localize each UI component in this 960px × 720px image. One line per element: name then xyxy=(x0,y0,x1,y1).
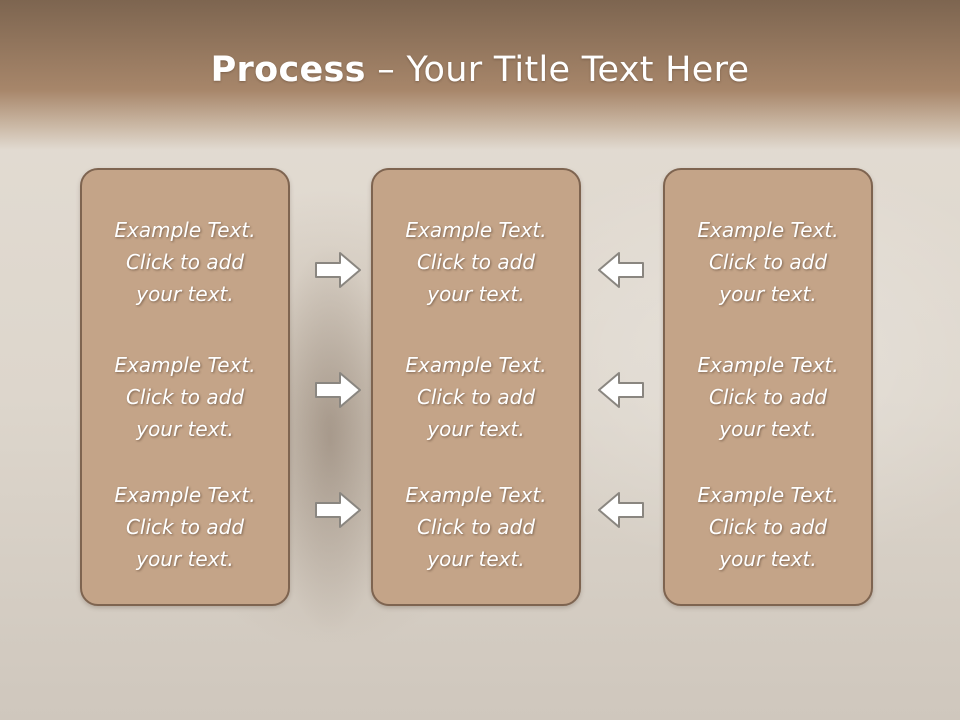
arrow-left-icon[interactable] xyxy=(597,250,645,290)
text-line: Example Text. xyxy=(114,353,256,377)
text-line: Click to add xyxy=(125,385,245,409)
title-bold: Process xyxy=(210,50,366,90)
text-line: your text. xyxy=(136,547,234,571)
text-line: Click to add xyxy=(125,250,245,274)
text-line: Example Text. xyxy=(405,218,547,242)
arrow-right-icon[interactable] xyxy=(314,490,362,530)
text-line: your text. xyxy=(719,282,817,306)
text-line: your text. xyxy=(719,547,817,571)
text-line: Example Text. xyxy=(697,483,839,507)
text-placeholder[interactable]: Example Text. Click to add your text. xyxy=(82,214,288,310)
text-placeholder[interactable]: Example Text. Click to add your text. xyxy=(665,349,871,445)
arrow-left-icon[interactable] xyxy=(597,490,645,530)
arrow-right-icon[interactable] xyxy=(314,250,362,290)
text-line: your text. xyxy=(136,282,234,306)
text-line: Example Text. xyxy=(405,353,547,377)
text-placeholder[interactable]: Example Text. Click to add your text. xyxy=(82,479,288,575)
text-line: your text. xyxy=(427,547,525,571)
text-line: Click to add xyxy=(416,250,536,274)
text-placeholder[interactable]: Example Text. Click to add your text. xyxy=(82,349,288,445)
text-line: Click to add xyxy=(708,250,828,274)
text-line: Example Text. xyxy=(697,218,839,242)
process-box-right[interactable]: Example Text. Click to add your text. Ex… xyxy=(663,168,873,606)
title-bar xyxy=(0,0,960,150)
text-line: Click to add xyxy=(708,385,828,409)
text-placeholder[interactable]: Example Text. Click to add your text. xyxy=(665,214,871,310)
text-line: Example Text. xyxy=(697,353,839,377)
text-placeholder[interactable]: Example Text. Click to add your text. xyxy=(373,349,579,445)
arrow-right-icon[interactable] xyxy=(314,370,362,410)
title-rest: – Your Title Text Here xyxy=(365,50,750,90)
text-line: Click to add xyxy=(416,515,536,539)
text-line: Example Text. xyxy=(114,218,256,242)
arrow-left-icon[interactable] xyxy=(597,370,645,410)
text-line: Click to add xyxy=(125,515,245,539)
text-placeholder[interactable]: Example Text. Click to add your text. xyxy=(665,479,871,575)
process-box-center[interactable]: Example Text. Click to add your text. Ex… xyxy=(371,168,581,606)
process-box-left[interactable]: Example Text. Click to add your text. Ex… xyxy=(80,168,290,606)
text-line: Click to add xyxy=(708,515,828,539)
text-line: your text. xyxy=(136,417,234,441)
text-line: your text. xyxy=(427,417,525,441)
text-line: your text. xyxy=(427,282,525,306)
text-line: Example Text. xyxy=(114,483,256,507)
text-line: Click to add xyxy=(416,385,536,409)
text-line: Example Text. xyxy=(405,483,547,507)
text-line: your text. xyxy=(719,417,817,441)
slide-title[interactable]: Process – Your Title Text Here xyxy=(0,50,960,90)
text-placeholder[interactable]: Example Text. Click to add your text. xyxy=(373,214,579,310)
text-placeholder[interactable]: Example Text. Click to add your text. xyxy=(373,479,579,575)
